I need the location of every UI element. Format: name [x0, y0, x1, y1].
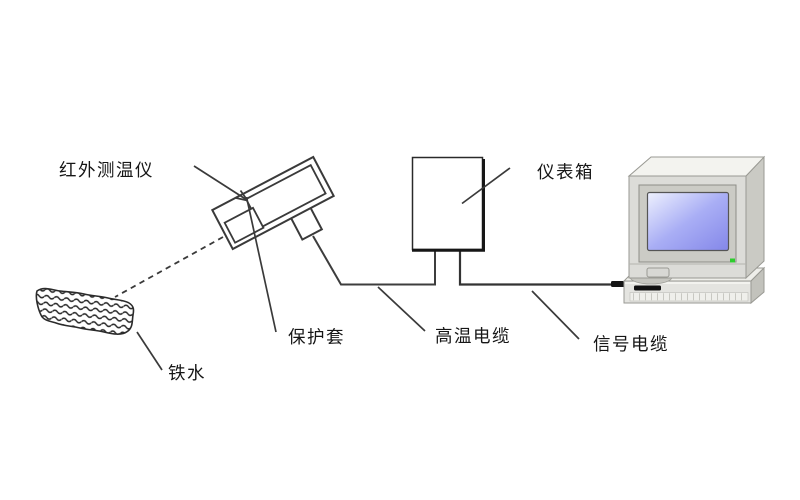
instrument-box-shadow-edge	[412, 159, 485, 252]
instrument-box	[411, 156, 485, 252]
label-molten-iron: 铁水	[168, 363, 206, 383]
label-high-temp-cable: 高温电缆	[435, 326, 511, 346]
computer	[622, 155, 766, 305]
power-led	[730, 258, 735, 263]
monitor-side	[745, 155, 765, 280]
molten-iron-leader	[136, 331, 163, 371]
ir-thermometer-eyepiece	[223, 206, 265, 244]
label-signal-cable: 信号电缆	[593, 334, 669, 354]
high-temp-cable-leader	[377, 286, 426, 332]
high-temp-cable-line	[312, 235, 436, 286]
monitor-screen	[646, 191, 730, 252]
label-instrument-box: 仪表箱	[537, 162, 594, 182]
label-protective-sleeve: 保护套	[288, 327, 345, 347]
signal-cable-line	[458, 251, 618, 286]
signal-cable-leader	[531, 290, 580, 340]
case-vent-strip	[629, 292, 749, 302]
signal-cable-plug	[611, 281, 625, 287]
instrument-box-body	[411, 156, 484, 251]
label-ir-thermometer: 红外测温仪	[59, 160, 154, 180]
floppy-drive-slot	[634, 285, 661, 291]
protective-sleeve-leader	[245, 196, 277, 333]
measurement-beam-dashed-line	[114, 236, 224, 298]
instrument-box-leader	[461, 167, 511, 205]
leader-lines	[136, 165, 580, 371]
ir-thermometer-leader	[193, 165, 248, 201]
ir-thermometer	[210, 155, 336, 251]
molten-iron-blob	[35, 287, 135, 335]
monitor-top	[627, 156, 766, 177]
monitor-button	[646, 267, 670, 278]
